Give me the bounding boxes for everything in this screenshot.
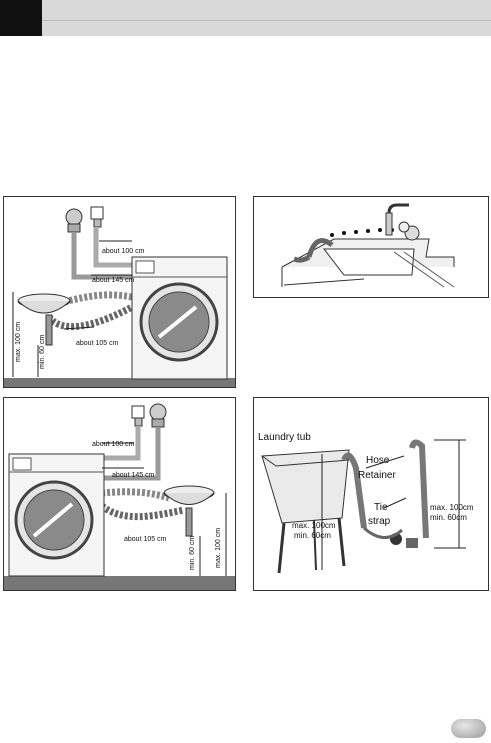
label-about-105cm: about 105 cm [124, 536, 167, 543]
label-max-100cm: max. 100 cm [215, 528, 222, 568]
figure-laundry-tub-standpipe: Laundry tub Hose Retainer Tie strap max.… [253, 397, 489, 591]
label-min-60cm: min. 60 cm [39, 335, 46, 369]
tap-icon [65, 206, 104, 233]
figure-hose-over-sink [253, 196, 489, 298]
figure-drain-hose-sink-left: about 100 cm about 145 cm about 105 cm m… [3, 196, 236, 388]
label-about-145cm: about 145 cm [92, 277, 135, 284]
header-bar [0, 0, 491, 36]
label-strap: strap [368, 516, 391, 527]
label-laundry-tub: Laundry tub [258, 432, 311, 443]
label-min-60cm-left: min. 60cm [294, 531, 331, 540]
label-min-60cm-right: min. 60cm [430, 513, 467, 522]
faucet-icon [385, 203, 420, 241]
header-black-tab [0, 0, 42, 36]
label-retainer: Retainer [358, 470, 396, 481]
page-number-badge [451, 719, 486, 738]
label-hose: Hose [366, 455, 390, 466]
label-min-60cm: min. 60 cm [189, 536, 196, 570]
label-about-145cm: about 145 cm [112, 472, 155, 479]
tap-icon [131, 403, 167, 428]
label-max-100cm: max. 100 cm [15, 322, 22, 362]
label-about-100cm: about 100 cm [92, 441, 135, 448]
label-about-100cm: about 100 cm [102, 248, 145, 255]
label-max-100cm-right: max. 100cm [430, 503, 474, 512]
label-about-105cm: about 105 cm [76, 340, 119, 347]
header-rule [42, 20, 491, 21]
label-max-100cm-left: max. 100cm [292, 521, 336, 530]
figure-drain-hose-sink-right: about 100 cm about 145 cm about 105 cm m… [3, 397, 236, 591]
label-tie: Tie [374, 502, 388, 513]
